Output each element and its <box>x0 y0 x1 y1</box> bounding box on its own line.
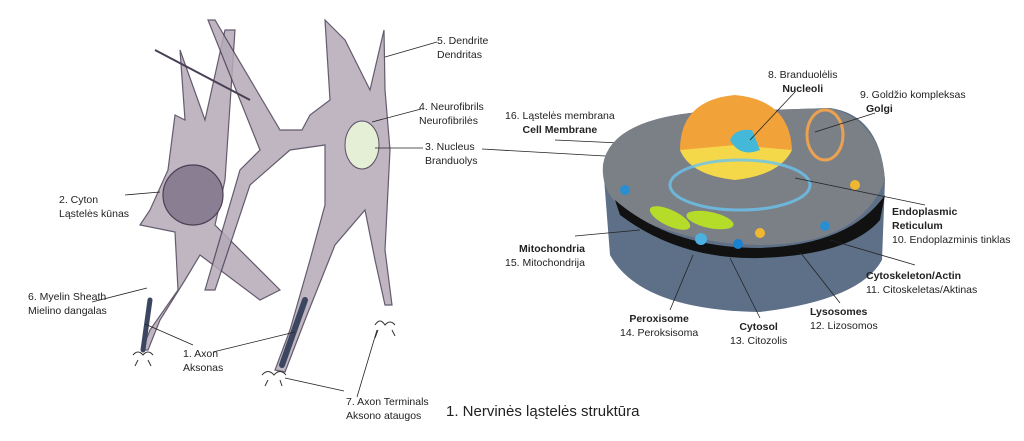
label-peroxisome: Peroxisome 14. Peroksisoma <box>620 312 698 340</box>
label-lt: 14. Peroksisoma <box>620 327 699 339</box>
label-en: Nucleoli <box>782 83 824 95</box>
axon-terminals <box>132 320 396 387</box>
cell-illustration <box>602 95 885 312</box>
label-en-2: Reticulum <box>892 220 943 232</box>
label-en: Cell Membrane <box>522 124 598 136</box>
label-lt: 8. Branduolėlis <box>768 69 838 81</box>
label-en: 7. Axon Terminals <box>346 396 429 408</box>
label-en: Peroxisome <box>629 313 689 325</box>
label-lt: Dendritas <box>437 49 482 61</box>
label-lt: 13. Citozolis <box>730 335 788 347</box>
label-lt: Ląstelės kūnas <box>59 208 130 220</box>
label-mitochondria: Mitochondria 15. Mitochondrija <box>505 242 585 270</box>
label-cytosol: Cytosol 13. Citozolis <box>730 320 787 348</box>
label-lt: 9. Goldžio kompleksas <box>860 89 966 101</box>
label-lt: Mielino dangalas <box>28 305 107 317</box>
label-en: Endoplasmic <box>892 206 958 218</box>
label-en: 4. Neurofibrils <box>419 101 484 113</box>
label-lt: 15. Mitochondrija <box>505 257 585 269</box>
label-en: Cytoskeleton/Actin <box>866 270 962 282</box>
neuron-nucleus <box>344 120 380 170</box>
label-lt: Branduolys <box>425 155 478 167</box>
label-en: Golgi <box>866 103 893 115</box>
label-lt: 11. Citoskeletas/Aktinas <box>866 284 978 296</box>
neuron-illustration <box>139 18 393 373</box>
label-en: 1. Axon <box>183 348 219 360</box>
label-lt: 10. Endoplazminis tinklas <box>892 234 1011 246</box>
label-lysosomes: Lysosomes 12. Lizosomos <box>810 305 878 333</box>
label-en: 5. Dendrite <box>437 35 489 47</box>
label-lt: Aksono ataugos <box>346 410 422 422</box>
cell-leader-lines <box>574 91 926 319</box>
label-en: Cytosol <box>739 321 778 333</box>
label-cytoskeleton: Cytoskeleton/Actin 11. Citoskeletas/Aktin… <box>866 269 977 297</box>
label-lt: 16. Ląstelės membrana <box>505 110 615 122</box>
label-en: Mitochondria <box>519 243 585 255</box>
label-lt: 12. Lizosomos <box>810 320 878 332</box>
label-en: Lysosomes <box>810 306 868 318</box>
label-lt: Neurofibrilės <box>419 115 478 127</box>
label-en: 3. Nucleus <box>425 141 475 153</box>
label-en: 2. Cyton <box>59 194 99 206</box>
label-lt: Aksonas <box>183 362 224 374</box>
label-en: 6. Myelin Sheath <box>28 291 107 303</box>
figure-caption: 1. Nervinės ląstelės struktūra <box>446 403 640 420</box>
